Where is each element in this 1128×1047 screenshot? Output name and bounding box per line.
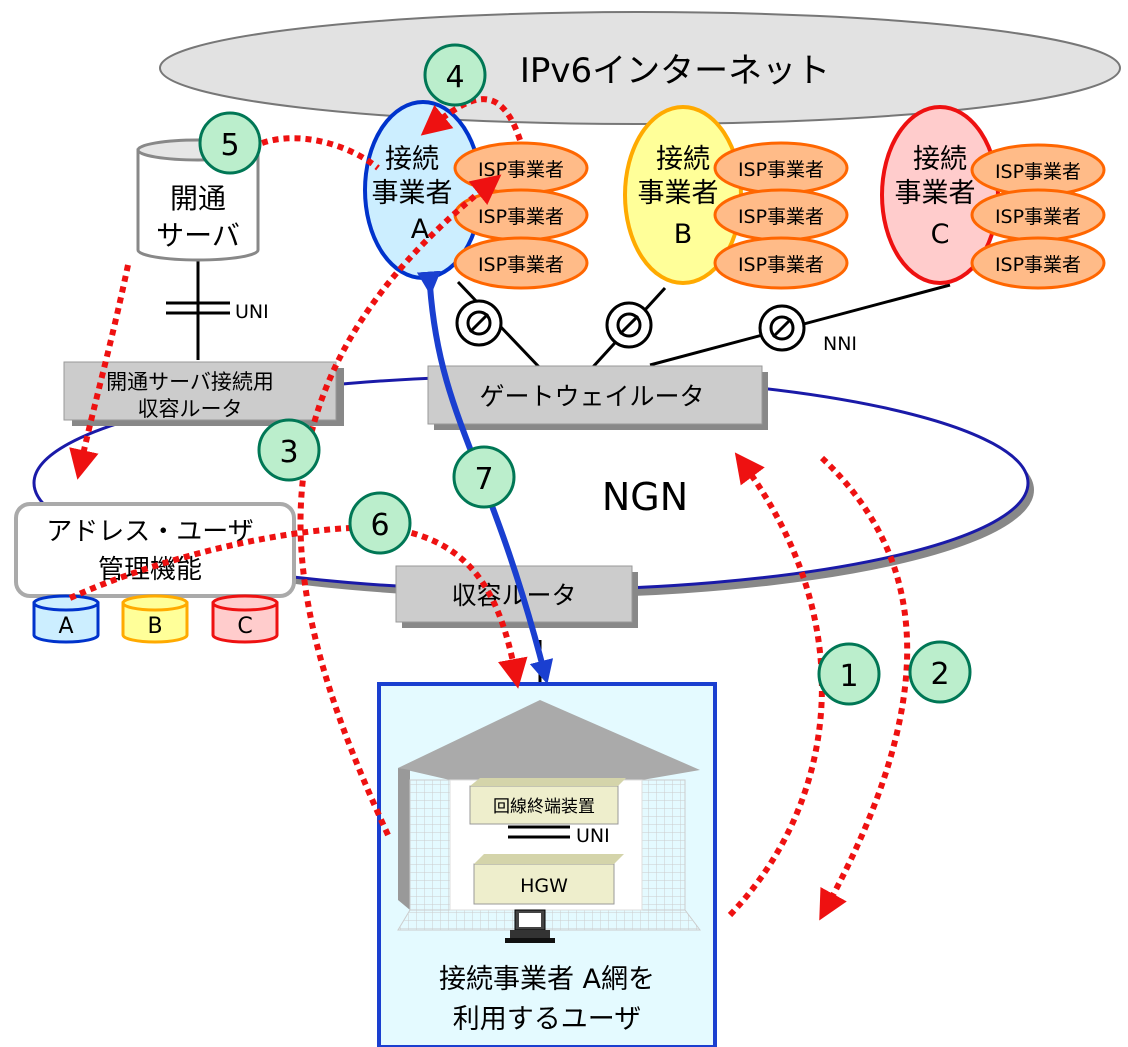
onu-device: 回線終端装置	[469, 778, 626, 825]
isp-a-2-label: ISP事業者	[478, 206, 564, 228]
step-5-label: 5	[220, 128, 239, 163]
gateway-router: ゲートウェイルータ	[427, 365, 768, 430]
gateway-router-label: ゲートウェイルータ	[479, 382, 704, 411]
isp-group-c: ISP事業者 ISP事業者 ISP事業者	[970, 143, 1106, 290]
provider-a: 接続 事業者 A	[363, 100, 483, 280]
isp-c-1: ISP事業者	[970, 143, 1106, 197]
isp-b-2: ISP事業者	[713, 188, 849, 242]
step-4: 4	[423, 43, 487, 107]
isp-b-1-label: ISP事業者	[738, 159, 824, 181]
user-caption-line1: 接続事業者 A網を	[439, 964, 655, 995]
provider-c-line1: 接続	[913, 144, 967, 175]
step-3-label: 3	[279, 435, 298, 470]
uni-label-top: UNI	[235, 301, 269, 323]
provider-b-line2: 事業者	[638, 178, 719, 209]
flow-5b	[69, 264, 131, 480]
isp-c-3: ISP事業者	[970, 236, 1106, 290]
step-3: 3	[257, 418, 321, 482]
provider-c: 接続 事業者 C	[880, 105, 1000, 285]
provider-c-line2: 事業者	[895, 178, 976, 209]
user-premises: 回線終端装置 UNI HGW 接続事業者 A網を 利用するユーザ	[377, 682, 717, 1047]
ipv6-internet-label: IPv6インターネット	[520, 51, 830, 91]
hgw-device: HGW	[473, 854, 624, 905]
address-user-management: アドレス・ユーザ 管理機能	[14, 502, 296, 598]
user-caption-line2: 利用するユーザ	[453, 1004, 641, 1035]
isp-b-1: ISP事業者	[713, 141, 849, 195]
db-b: B	[121, 594, 189, 644]
isp-b-2-label: ISP事業者	[738, 206, 824, 228]
computer-icon	[505, 909, 555, 943]
db-c: C	[211, 594, 279, 644]
provider-c-letter: C	[931, 219, 950, 250]
address-mgmt-line1: アドレス・ユーザ	[46, 517, 253, 547]
step-7-label: 7	[474, 462, 493, 497]
step-1: 1	[817, 642, 881, 706]
flow-2	[819, 455, 911, 921]
step-2: 2	[908, 640, 972, 704]
step-1-label: 1	[839, 659, 858, 694]
isp-a-3: ISP事業者	[453, 236, 589, 290]
isp-a-1-label: ISP事業者	[478, 159, 564, 181]
provider-a-line2: 事業者	[372, 178, 453, 209]
provider-b-line1: 接続	[656, 144, 710, 175]
uni-label-bottom: UNI	[576, 825, 610, 847]
isp-c-1-label: ISP事業者	[995, 161, 1081, 183]
flow-1	[727, 452, 825, 918]
access-router-label: 収容ルータ	[451, 581, 576, 610]
nni-label: NNI	[823, 333, 857, 355]
isp-c-2: ISP事業者	[970, 188, 1106, 242]
flow-4	[420, 96, 523, 141]
flow-5	[261, 135, 380, 171]
step-5: 5	[198, 111, 262, 175]
isp-c-3-label: ISP事業者	[995, 254, 1081, 276]
step-6: 6	[348, 491, 412, 555]
server-router-line2: 収容ルータ	[138, 397, 243, 421]
uni-marker-bottom: UNI	[508, 825, 610, 847]
provider-b-letter: B	[674, 219, 693, 250]
onu-label: 回線終端装置	[493, 797, 595, 817]
provider-a-letter: A	[411, 214, 430, 245]
step-6-label: 6	[370, 508, 389, 543]
ngn-label: NGN	[602, 475, 688, 519]
server-router-line1: 開通サーバ接続用	[106, 370, 274, 394]
server-line2: サーバ	[156, 219, 240, 252]
isp-group-a: ISP事業者 ISP事業者 ISP事業者	[453, 141, 589, 290]
hgw-label: HGW	[520, 875, 568, 897]
db-c-label: C	[237, 614, 252, 639]
provisioning-server: 開通 サーバ	[136, 138, 260, 262]
provider-b: 接続 事業者 B	[623, 105, 743, 285]
nni-filter-3: NNI	[758, 304, 857, 355]
isp-b-3-label: ISP事業者	[738, 254, 824, 276]
isp-a-3-label: ISP事業者	[478, 254, 564, 276]
step-4-label: 4	[445, 60, 464, 95]
ipv6-internet: IPv6インターネット	[159, 11, 1121, 125]
db-b-label: B	[147, 614, 162, 639]
isp-c-2-label: ISP事業者	[995, 206, 1081, 228]
nni-filter-1	[455, 299, 503, 347]
server-access-router: 開通サーバ接続用 収容ルータ	[63, 361, 344, 426]
isp-group-b: ISP事業者 ISP事業者 ISP事業者	[713, 141, 849, 290]
db-a-label: A	[58, 614, 73, 639]
isp-b-3: ISP事業者	[713, 236, 849, 290]
provider-a-line1: 接続	[385, 144, 439, 175]
isp-a-1: ISP事業者	[453, 141, 589, 195]
uni-marker-top: UNI	[166, 301, 269, 323]
db-a: A	[32, 594, 100, 644]
step-2-label: 2	[930, 657, 949, 692]
step-7: 7	[452, 445, 516, 509]
server-line1: 開通	[170, 182, 226, 215]
nni-filter-2	[605, 301, 653, 349]
